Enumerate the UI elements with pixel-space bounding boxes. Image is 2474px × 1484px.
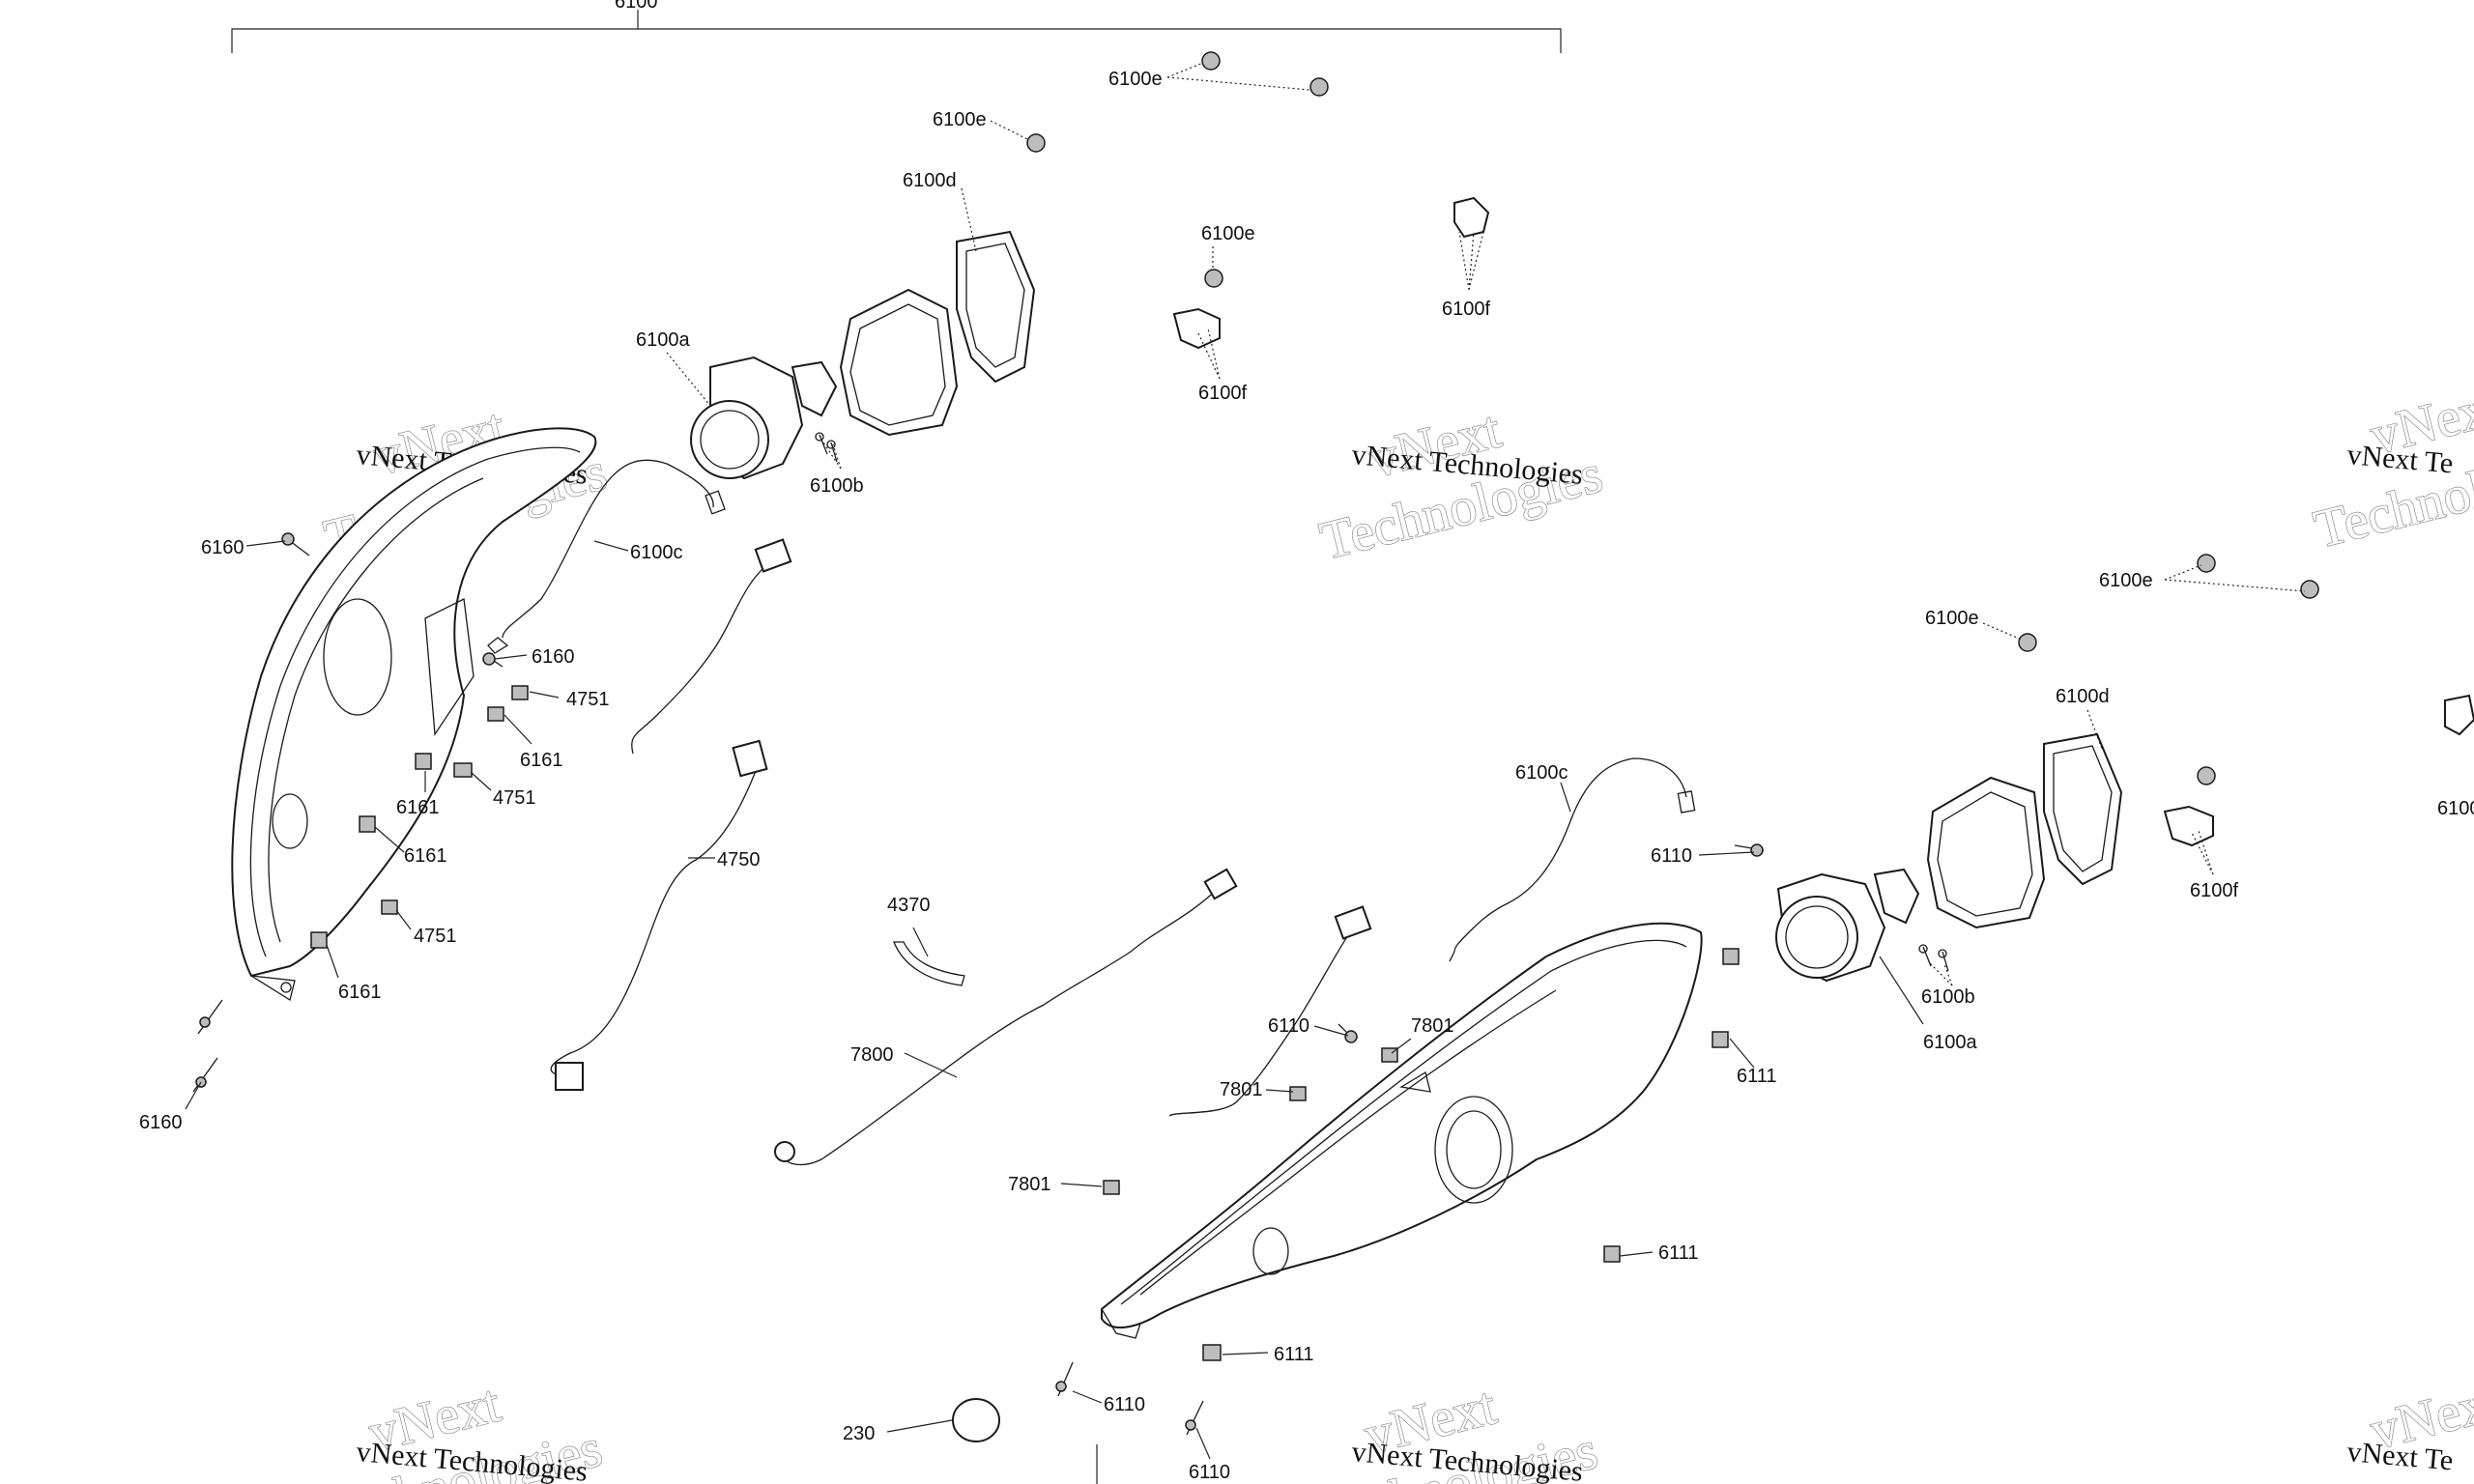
right-clips [2163,694,2474,847]
callout-6100d: 6100d [2056,686,2110,707]
callout-7800: 7800 [850,1044,894,1066]
callout-labels: 6100e 6100e 6100d 6100e 6100f 6100f 6100… [139,69,2474,1483]
left-screws-6100b [815,432,838,463]
callout-6100e: 6100e [1201,223,1255,244]
callout-7801: 7801 [1008,1174,1051,1195]
left-projector-lens [690,356,838,480]
left-harness-connector [631,538,792,755]
callout-230: 230 [843,1423,875,1444]
callout-6111: 6111 [1658,1242,1699,1264]
nut-icon [1201,51,1221,71]
callout-6161: 6161 [520,750,563,771]
left-headlight-housing [231,427,597,1002]
callout-6100e: 6100e [1108,69,1163,90]
callout-6100a: 6100a [636,329,690,351]
right-screws-6100b [1918,944,1949,972]
top-bracket: 6100 [231,0,1562,53]
right-nuts [2018,554,2319,785]
nut-icon [2018,633,2037,652]
callout-6100d: 6100d [903,170,957,191]
right-bulb-cable [1449,757,1696,962]
nut-icon [1204,269,1223,288]
watermark-4: vNext Technologies [313,1373,608,1484]
left-clips [1172,196,1490,350]
callout-6100-edge: 6100 [2437,798,2474,819]
right-headlight-housing [1101,922,1703,1339]
callout-6110: 6110 [1268,1015,1309,1037]
leader-lines [185,62,2306,1484]
callout-6110: 6110 [1651,845,1692,867]
callout-4751: 4751 [414,926,457,947]
left-fasteners [192,532,529,1093]
right-fasteners [952,843,1765,1442]
callout-6110: 6110 [1189,1462,1230,1483]
part-4370 [893,941,965,986]
watermark-group: vNext Technologies vNext Technologies vN… [313,376,2474,1484]
left-harness-4750 [550,739,768,1091]
callout-6100f: 6100f [1198,383,1247,404]
callout-6100b: 6100b [810,475,864,497]
right-harness-connector [1168,905,1372,1117]
callout-6160: 6160 [139,1112,183,1133]
callout-6100f: 6100f [2190,880,2238,901]
callout-4370: 4370 [887,895,931,916]
nut-icon [1026,133,1046,153]
callout-4751: 4751 [493,787,536,809]
right-gasket [1926,732,2123,929]
callout-6160: 6160 [532,646,575,668]
harness-7800 [774,868,1238,1166]
callout-6161: 6161 [404,845,447,867]
nut-icon [2197,554,2216,573]
callout-4750: 4750 [717,849,761,870]
callout-7801: 7801 [1411,1015,1454,1037]
callout-6100e: 6100e [1925,608,1979,629]
callout-6111: 6111 [1274,1344,1314,1365]
left-gasket [839,230,1036,437]
callout-6110: 6110 [1104,1394,1145,1415]
callout-6161: 6161 [338,982,382,1003]
callout-6161: 6161 [396,797,440,818]
callout-6100c: 6100c [630,542,683,563]
nut-icon [2197,766,2216,785]
right-projector-lens [1775,868,1920,983]
nut-icon [1309,77,1329,97]
callout-6100f: 6100f [1442,299,1490,320]
callout-6100e: 6100e [2099,570,2153,591]
callout-6100c: 6100c [1515,762,1568,784]
nut-icon [2300,580,2319,599]
callout-6100-top: 6100 [615,0,658,13]
callout-7801: 7801 [1220,1079,1263,1100]
callout-6100b: 6100b [1921,986,1975,1008]
callout-6160: 6160 [201,537,245,558]
callout-6100a: 6100a [1923,1032,1977,1053]
left-bulb-cable [487,459,726,654]
left-nuts [1026,51,1329,288]
callout-4751: 4751 [566,689,610,710]
callout-6100e: 6100e [933,109,987,130]
callout-6111: 6111 [1737,1066,1777,1087]
